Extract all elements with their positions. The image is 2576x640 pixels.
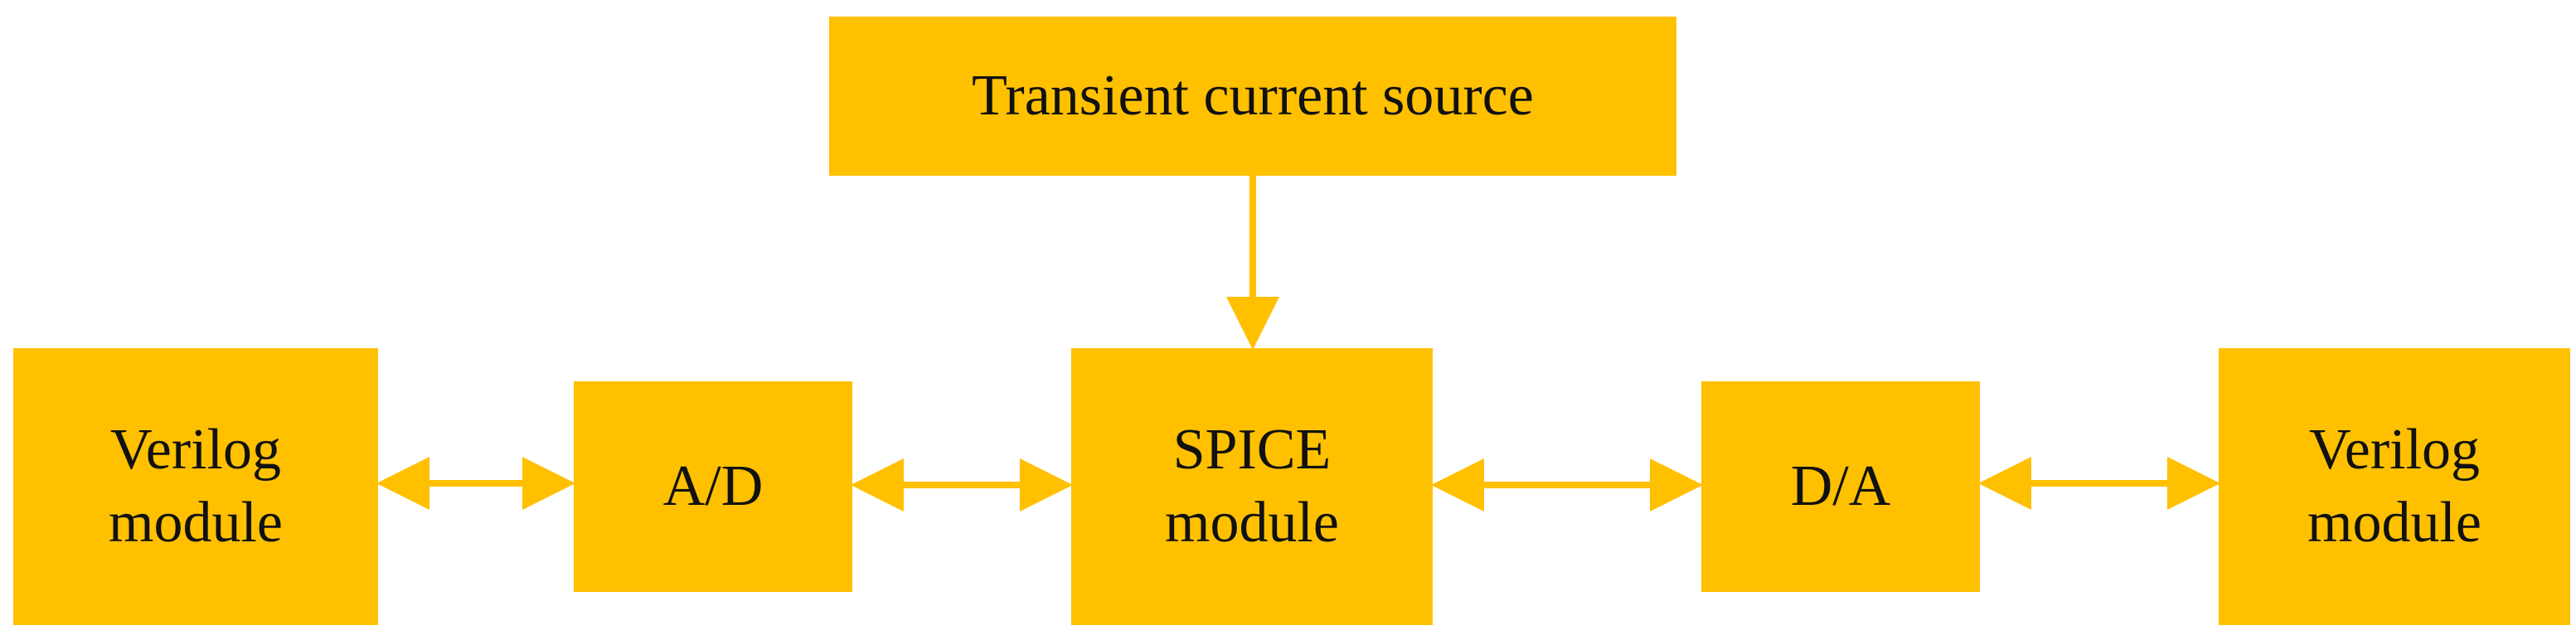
ad-converter-box: A/D — [574, 381, 852, 592]
verilog-module-left-box: Verilog module — [13, 348, 378, 625]
transient-current-source-box: Transient current source — [829, 17, 1676, 176]
spice-module-label: SPICE module — [1165, 418, 1339, 555]
transient-current-source-label: Transient current source — [972, 64, 1534, 128]
verilog-module-right-label: Verilog module — [2307, 418, 2481, 555]
spice-module-box: SPICE module — [1071, 348, 1433, 625]
ad-converter-label: A/D — [662, 454, 764, 518]
verilog-module-right-box: Verilog module — [2219, 348, 2570, 625]
da-converter-label: D/A — [1790, 454, 1891, 518]
da-converter-box: D/A — [1701, 381, 1980, 592]
verilog-module-left-label: Verilog module — [109, 418, 283, 555]
